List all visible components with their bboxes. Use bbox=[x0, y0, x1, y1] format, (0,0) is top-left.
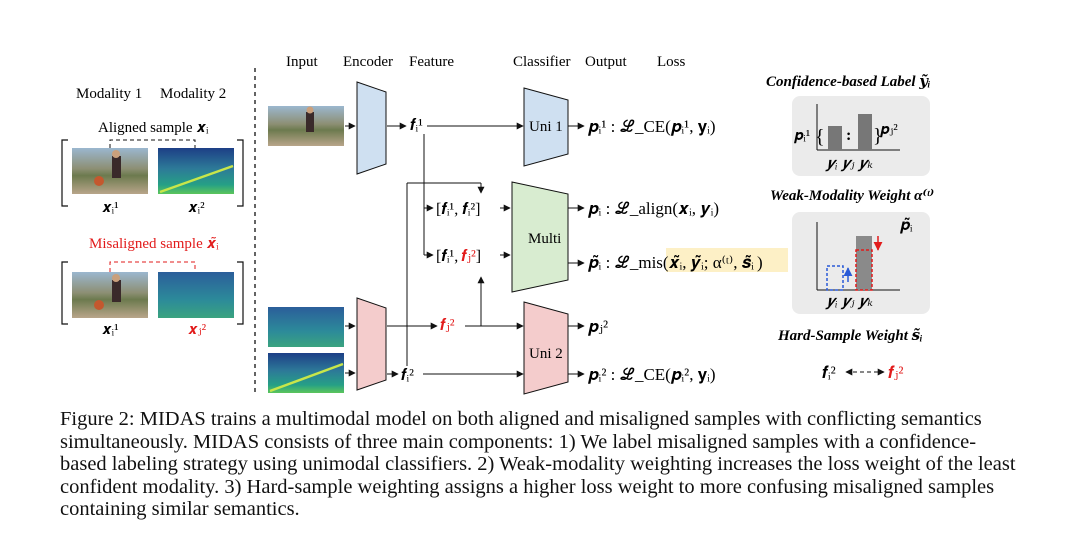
header-encoder: Encoder bbox=[343, 54, 393, 70]
output-aligned: 𝒑ᵢ : ℒ_align(𝒙ᵢ, 𝒚ᵢ) bbox=[588, 199, 719, 218]
classifier-multi bbox=[511, 181, 569, 293]
weak-bar-yj bbox=[855, 249, 873, 291]
output-uni2: 𝒑ᵢ² : ℒ_CE(𝒑ᵢ², 𝐲ᵢ) bbox=[588, 365, 716, 384]
figure-caption: Figure 2: MIDAS trains a multimodal mode… bbox=[60, 408, 1016, 520]
concat-aligned: [𝒇ᵢ¹, 𝒇ᵢ²] bbox=[436, 201, 480, 218]
weak-p-overlay: 𝒑̃ᵢ bbox=[900, 217, 913, 234]
panel-confidence-title: Confidence-based Label 𝒚̃ᵢ bbox=[766, 73, 931, 90]
encoder-2 bbox=[356, 297, 387, 391]
label-x-i1-mis: 𝒙ᵢ¹ bbox=[102, 322, 119, 338]
classifier-uni2 bbox=[523, 301, 569, 395]
aligned-sample-label: Aligned sample 𝒙ᵢ bbox=[98, 120, 209, 136]
output-misaligned: 𝒑̃ᵢ : ℒ_mis(𝒙̃ᵢ,𝒚̃ᵢ; α⁽ᵗ⁾, 𝒔̃ᵢ) bbox=[588, 253, 763, 272]
misaligned-link bbox=[109, 261, 196, 272]
header-feature: Feature bbox=[409, 54, 454, 70]
hard-f-j2: 𝒇ⱼ² bbox=[888, 363, 903, 382]
header-loss: Loss bbox=[657, 54, 686, 70]
feature-f-j2: 𝒇ⱼ² bbox=[440, 317, 455, 334]
aligned-bracket-left bbox=[61, 139, 68, 207]
header-input: Input bbox=[286, 54, 318, 70]
header-classifier: Classifier bbox=[513, 54, 571, 70]
conf-p1: 𝒑ᵢ¹ bbox=[794, 128, 810, 144]
classifier-uni1 bbox=[523, 87, 569, 167]
conf-brace-right: } bbox=[873, 125, 883, 147]
panel-hard-title: Hard-Sample Weight 𝒔̃ᵢ bbox=[777, 327, 923, 344]
input-spectrogram-misaligned bbox=[268, 307, 344, 347]
misaligned-bracket-right bbox=[237, 261, 244, 325]
encoder-1 bbox=[356, 81, 387, 175]
output-pj2: 𝒑ⱼ² bbox=[588, 317, 608, 336]
modality2-label: Modality 2 bbox=[160, 86, 226, 102]
classifier-uni2-label: Uni 2 bbox=[529, 346, 563, 362]
conf-bar-yi bbox=[828, 126, 842, 150]
misaligned-image-thumbnail bbox=[72, 272, 148, 318]
modality1-label: Modality 1 bbox=[76, 86, 142, 102]
conf-bar-yj bbox=[858, 114, 872, 150]
aligned-link bbox=[109, 139, 196, 148]
feature-f-i2: 𝒇ᵢ² bbox=[401, 367, 414, 384]
label-x-i1: 𝒙ᵢ¹ bbox=[102, 200, 119, 216]
diagram: Input Encoder Feature Classifier Output … bbox=[61, 54, 934, 395]
classifier-multi-label: Multi bbox=[528, 231, 561, 247]
weak-bar-yj-base bbox=[856, 236, 872, 290]
aligned-bracket-right bbox=[237, 139, 244, 207]
input-spectrogram-aligned bbox=[268, 353, 344, 393]
weak-y-labels: 𝒚ᵢ 𝒚ⱼ 𝒚ₖ bbox=[825, 294, 873, 310]
aligned-image-thumbnail bbox=[72, 148, 148, 194]
misaligned-sample-label: Misaligned sample 𝒙̃ᵢ bbox=[89, 236, 219, 252]
panel-weak-title: Weak-Modality Weight α⁽ᵗ⁾ bbox=[770, 188, 934, 204]
header-output: Output bbox=[585, 54, 628, 70]
conf-brace-left: { bbox=[815, 126, 825, 148]
feature-f-i1: 𝒇ᵢ¹ bbox=[410, 117, 423, 134]
input-image bbox=[268, 106, 344, 146]
loss-highlight bbox=[666, 248, 788, 272]
misaligned-spectrogram-thumbnail bbox=[158, 272, 234, 318]
misaligned-bracket-left bbox=[61, 261, 68, 325]
label-x-j2-mis: 𝒙ⱼ² bbox=[188, 322, 207, 338]
concat-misaligned: [𝒇ᵢ¹,𝒇ⱼ²] bbox=[436, 248, 481, 265]
label-x-i2: 𝒙ᵢ² bbox=[188, 200, 205, 216]
weak-bar-yi bbox=[826, 265, 844, 291]
aligned-spectrogram-thumbnail bbox=[158, 148, 234, 194]
conf-colon: : bbox=[846, 127, 851, 144]
conf-p2: 𝒑ⱼ² bbox=[880, 122, 898, 138]
output-uni1: 𝒑ᵢ¹ : ℒ_CE(𝒑ᵢ¹, 𝐲ᵢ) bbox=[588, 117, 716, 136]
hard-f-i2: 𝒇ᵢ² bbox=[822, 363, 836, 382]
conf-y-labels: 𝒚ᵢ 𝒚ⱼ 𝒚ₖ bbox=[825, 156, 873, 172]
classifier-uni1-label: Uni 1 bbox=[529, 119, 563, 135]
